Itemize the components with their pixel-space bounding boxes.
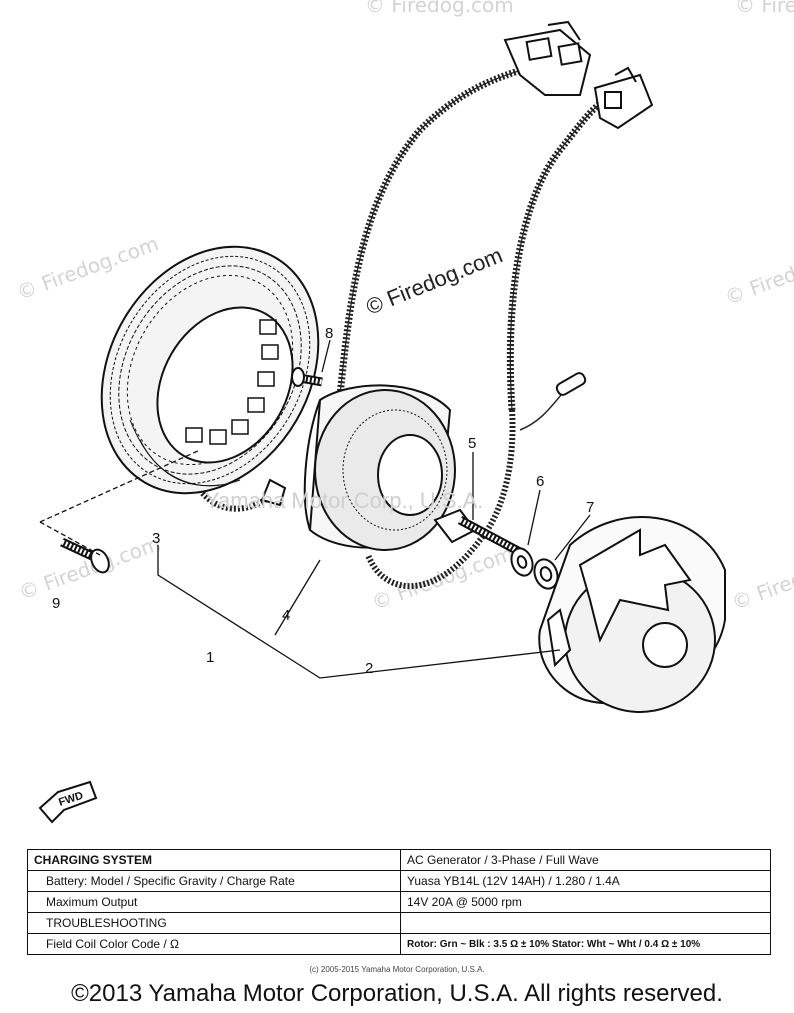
mounting-screw	[60, 537, 110, 574]
generator-cover	[538, 516, 726, 713]
table-row: Field Coil Color Code / Ω Rotor: Grn ~ B…	[27, 933, 771, 955]
connector-block-secondary	[593, 66, 654, 130]
watermark: © Firedog.com	[729, 541, 794, 614]
rotor-bolt	[433, 508, 523, 556]
spec-value: AC Generator / 3-Phase / Full Wave	[400, 849, 771, 871]
watermark: © Firedog.com	[735, 0, 794, 17]
small-copyright: (c) 2005-2015 Yamaha Motor Corporation, …	[309, 965, 485, 974]
table-row: Maximum Output 14V 20A @ 5000 rpm	[27, 891, 771, 913]
connector-block-main	[503, 20, 592, 96]
watermark: © Firedog.com	[16, 531, 164, 604]
callout-4: 4	[282, 607, 290, 624]
callout-1: 1	[206, 649, 214, 666]
table-row: TROUBLESHOOTING	[27, 912, 771, 934]
callout-2: 2	[365, 660, 373, 677]
firedog-watermark-center: © Firedog.com	[363, 242, 506, 319]
stator-screw	[291, 367, 323, 387]
rotor	[303, 384, 456, 551]
callout-6: 6	[536, 473, 544, 490]
watermark: © Firedog.com	[14, 231, 162, 304]
spec-label: TROUBLESHOOTING	[27, 912, 401, 934]
spec-label: Battery: Model / Specific Gravity / Char…	[27, 870, 401, 892]
callout-9: 9	[52, 595, 60, 612]
yamaha-overlay-text: Yamaha Motor Corp., U.S.A.	[205, 488, 483, 513]
spec-label: CHARGING SYSTEM	[27, 849, 401, 871]
watermark: © Firedog.com	[365, 0, 514, 17]
callout-5: 5	[468, 435, 476, 452]
exploded-parts-diagram: © Firedog.com © Firedog.com © Firedog.co…	[14, 0, 794, 824]
callout-3: 3	[152, 530, 160, 547]
callout-7: 7	[586, 499, 594, 516]
flat-washer	[533, 558, 559, 590]
bullet-connector	[555, 372, 587, 396]
spec-value: Yuasa YB14L (12V 14AH) / 1.280 / 1.4A	[400, 870, 771, 892]
table-row: CHARGING SYSTEM AC Generator / 3-Phase /…	[27, 849, 771, 871]
main-copyright: ©2013 Yamaha Motor Corporation, U.S.A. A…	[71, 980, 723, 1007]
lock-washer	[510, 547, 534, 577]
spec-value: 14V 20A @ 5000 rpm	[400, 891, 771, 913]
spec-label: Maximum Output	[27, 891, 401, 913]
table-row: Battery: Model / Specific Gravity / Char…	[27, 870, 771, 892]
spec-value: Rotor: Grn ~ Blk : 3.5 Ω ± 10% Stator: W…	[400, 933, 771, 955]
stator	[100, 245, 320, 507]
charging-system-spec-table: CHARGING SYSTEM AC Generator / 3-Phase /…	[27, 849, 771, 955]
callout-8: 8	[325, 325, 333, 342]
fwd-arrow-icon: FWD	[38, 780, 98, 824]
spec-label: Field Coil Color Code / Ω	[27, 933, 401, 955]
leader-lines	[39, 339, 591, 679]
wiring-harness	[197, 61, 608, 590]
spec-value	[400, 912, 771, 934]
watermark: © Firedog.com	[722, 236, 794, 309]
callouts: 1 2 3 4 5 6 7 8 9	[52, 325, 594, 677]
